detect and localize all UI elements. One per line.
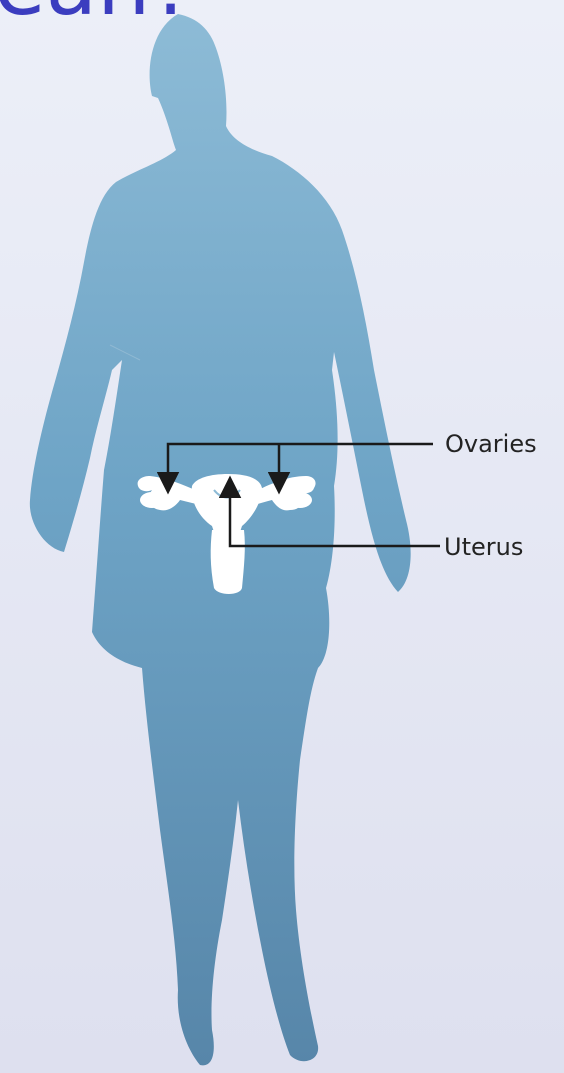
uterus-label: Uterus [444,533,523,561]
ovaries-label: Ovaries [445,430,537,458]
